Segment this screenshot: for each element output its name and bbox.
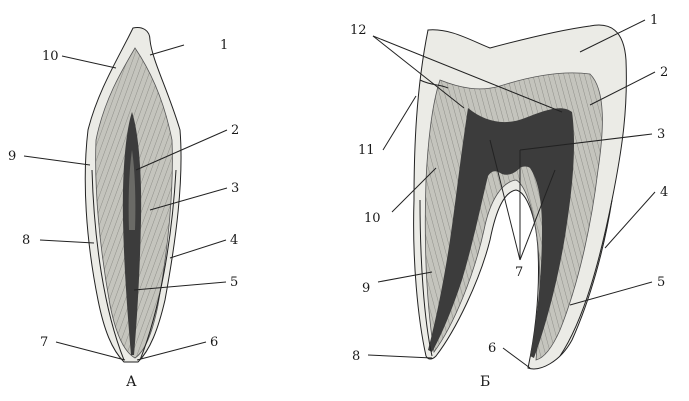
incisor-drawing <box>85 28 181 363</box>
molar-label-4: 4 <box>660 185 668 200</box>
molar-label-5: 5 <box>657 275 665 290</box>
molar-label-2: 2 <box>660 65 668 80</box>
molar-label-11: 11 <box>358 143 375 158</box>
incisor-label-9: 9 <box>8 149 16 164</box>
molar-label-6: 6 <box>488 341 496 356</box>
molar-label-3: 3 <box>657 127 665 142</box>
incisor-label-7: 7 <box>40 335 48 350</box>
incisor-label-3: 3 <box>231 181 239 196</box>
molar-label-8: 8 <box>352 349 360 364</box>
molar-label-9: 9 <box>362 281 370 296</box>
incisor-label-10: 10 <box>42 49 59 64</box>
figure-a-caption: А <box>126 374 137 390</box>
incisor-label-5: 5 <box>230 275 238 290</box>
incisor-label-1: 1 <box>220 38 228 53</box>
figure-b-caption: Б <box>480 374 490 390</box>
molar-label-7: 7 <box>515 265 523 280</box>
incisor-label-4: 4 <box>230 233 238 248</box>
molar-label-1: 1 <box>650 13 658 28</box>
molar-label-12: 12 <box>350 23 367 38</box>
incisor-label-6: 6 <box>210 335 218 350</box>
incisor-label-2: 2 <box>231 123 239 138</box>
incisor-label-8: 8 <box>22 233 30 248</box>
molar-label-10: 10 <box>364 211 381 226</box>
